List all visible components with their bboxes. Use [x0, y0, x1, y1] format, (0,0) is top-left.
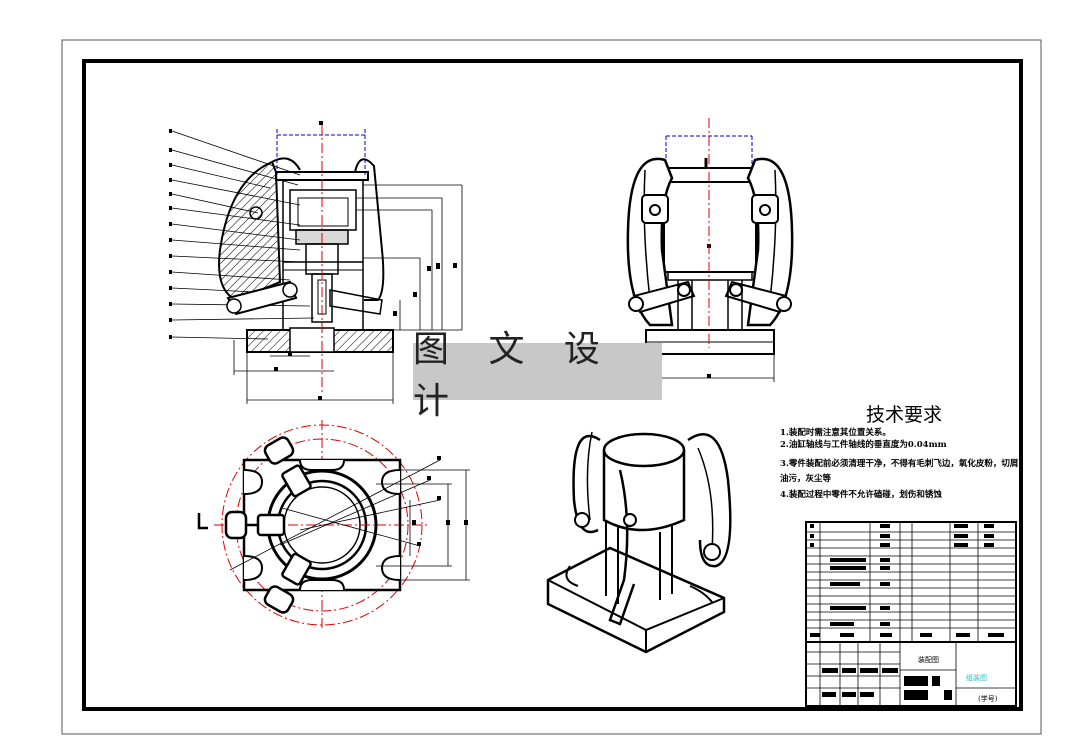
- drawing-name: 装配图: [918, 656, 939, 664]
- outer-frame: [61, 39, 1042, 735]
- part-label: 组装图: [966, 674, 987, 682]
- side-view: [626, 135, 794, 382]
- tech-requirements-title: 技术要求: [866, 404, 943, 426]
- tech-requirement-line: 1.装配时需注意其位置关系。: [780, 428, 891, 438]
- front-section-view: [169, 121, 463, 404]
- inner-frame: [82, 59, 1023, 711]
- tech-requirement-line: 2.油缸轴线与工件轴线的垂直度为0.04mm: [780, 440, 947, 450]
- parts-list-and-title-block: [805, 521, 1017, 707]
- isometric-view: [546, 431, 732, 654]
- tech-requirement-line: 4.装配过程中零件不允许磕碰，划伤和锈蚀: [780, 490, 942, 500]
- school-label: (学号): [978, 695, 998, 703]
- tech-requirement-line: 3.零件装配前必须清理干净，不得有毛刺飞边，氧化皮粉，切屑，: [780, 459, 1027, 469]
- watermark-label: 图 文 设 计: [413, 329, 662, 422]
- tech-requirement-line: 油污，灰尘等: [780, 474, 832, 484]
- top-view: [197, 420, 470, 630]
